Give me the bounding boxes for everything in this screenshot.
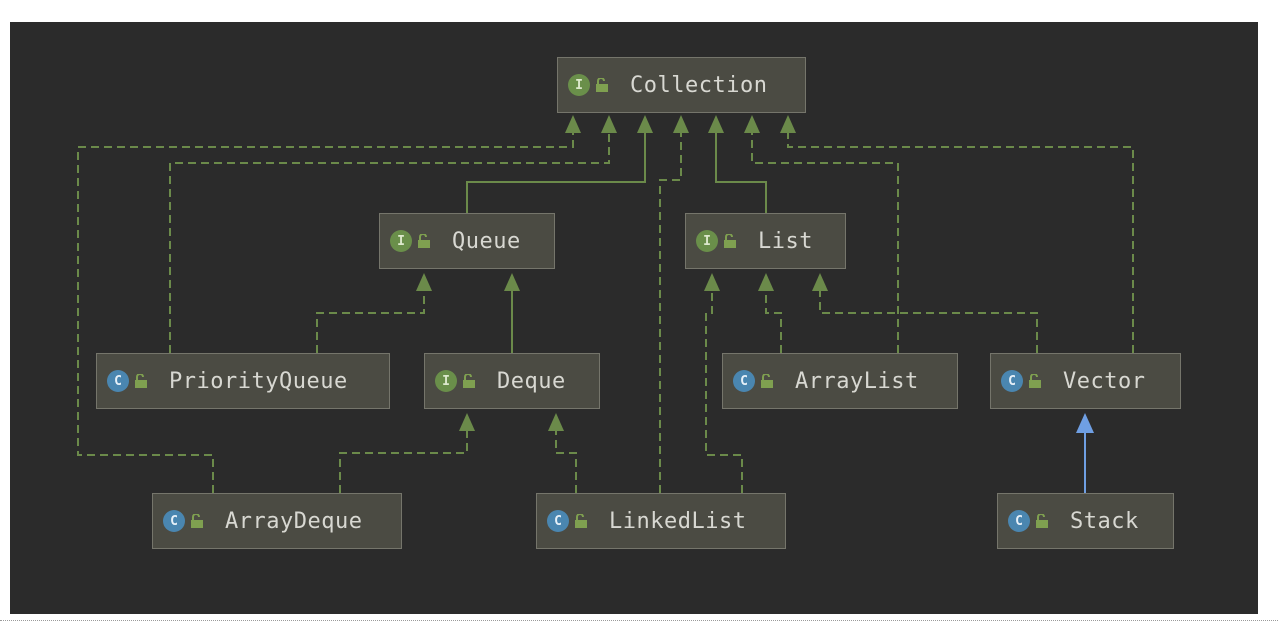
arrowhead bbox=[744, 115, 760, 133]
lock-open-icon bbox=[1036, 514, 1048, 528]
arrowhead bbox=[416, 273, 432, 291]
interface-icon: I bbox=[696, 230, 718, 252]
node-collection[interactable]: I Collection bbox=[557, 57, 806, 113]
lock-open-icon bbox=[463, 374, 475, 388]
lock-open-icon bbox=[761, 374, 773, 388]
lock-open-icon bbox=[724, 234, 736, 248]
interface-icon: I bbox=[568, 74, 590, 96]
edge-linkedlist-list bbox=[705, 286, 743, 493]
arrowhead bbox=[673, 115, 689, 133]
node-label: Vector bbox=[1063, 368, 1146, 394]
lock-open-icon bbox=[135, 374, 147, 388]
arrowhead bbox=[1076, 413, 1094, 433]
node-label: Collection bbox=[630, 72, 768, 98]
node-label: ArrayDeque bbox=[225, 508, 363, 534]
class-icon: C bbox=[1001, 370, 1023, 392]
class-icon: C bbox=[1008, 510, 1030, 532]
edge-arraydeque-collection bbox=[77, 128, 574, 493]
node-stack[interactable]: C Stack bbox=[997, 493, 1174, 549]
node-label: Stack bbox=[1070, 508, 1139, 534]
arrowhead bbox=[758, 273, 774, 291]
node-deque[interactable]: I Deque bbox=[424, 353, 600, 409]
node-list[interactable]: I List bbox=[685, 213, 846, 269]
node-queue[interactable]: I Queue bbox=[379, 213, 555, 269]
edge-linkedlist-deque bbox=[555, 426, 577, 493]
node-arraydeque[interactable]: C ArrayDeque bbox=[152, 493, 402, 549]
interface-icon: I bbox=[435, 370, 457, 392]
arrowhead bbox=[459, 413, 475, 431]
lock-open-icon bbox=[418, 234, 430, 248]
class-icon: C bbox=[163, 510, 185, 532]
arrowhead bbox=[708, 115, 724, 133]
edge-arraylist-collection bbox=[751, 128, 899, 353]
interface-icon: I bbox=[390, 230, 412, 252]
bottom-divider bbox=[0, 620, 1278, 621]
node-label: Queue bbox=[452, 228, 521, 254]
arrowhead bbox=[601, 115, 617, 133]
arrowhead bbox=[637, 115, 653, 133]
node-label: Deque bbox=[497, 368, 566, 394]
lock-open-icon bbox=[191, 514, 203, 528]
arrowhead bbox=[704, 273, 720, 291]
edge-arraylist-list bbox=[765, 286, 782, 353]
class-icon: C bbox=[733, 370, 755, 392]
node-arraylist[interactable]: C ArrayList bbox=[722, 353, 958, 409]
node-label: ArrayList bbox=[795, 368, 919, 394]
node-vector[interactable]: C Vector bbox=[990, 353, 1181, 409]
edge-list-collection bbox=[715, 128, 767, 213]
node-priorityqueue[interactable]: C PriorityQueue bbox=[96, 353, 390, 409]
edge-vector-list bbox=[819, 286, 1038, 353]
arrowhead bbox=[812, 273, 828, 291]
node-label: List bbox=[758, 228, 813, 254]
lock-open-icon bbox=[1029, 374, 1041, 388]
arrowhead bbox=[780, 115, 796, 133]
edge-priorityqueue-collection bbox=[169, 128, 610, 353]
arrowhead bbox=[565, 115, 581, 133]
node-linkedlist[interactable]: C LinkedList bbox=[536, 493, 786, 549]
lock-open-icon bbox=[575, 514, 587, 528]
edge-queue-collection bbox=[466, 128, 646, 213]
edge-priorityqueue-queue bbox=[316, 286, 425, 353]
edge-arraydeque-deque bbox=[339, 426, 468, 493]
lock-open-icon bbox=[596, 78, 608, 92]
node-label: LinkedList bbox=[609, 508, 747, 534]
class-icon: C bbox=[547, 510, 569, 532]
class-icon: C bbox=[107, 370, 129, 392]
arrowhead bbox=[548, 413, 564, 431]
edge-linkedlist-collection bbox=[659, 128, 682, 493]
arrowhead bbox=[504, 273, 520, 291]
node-label: PriorityQueue bbox=[169, 368, 348, 394]
edge-vector-collection bbox=[787, 128, 1134, 353]
